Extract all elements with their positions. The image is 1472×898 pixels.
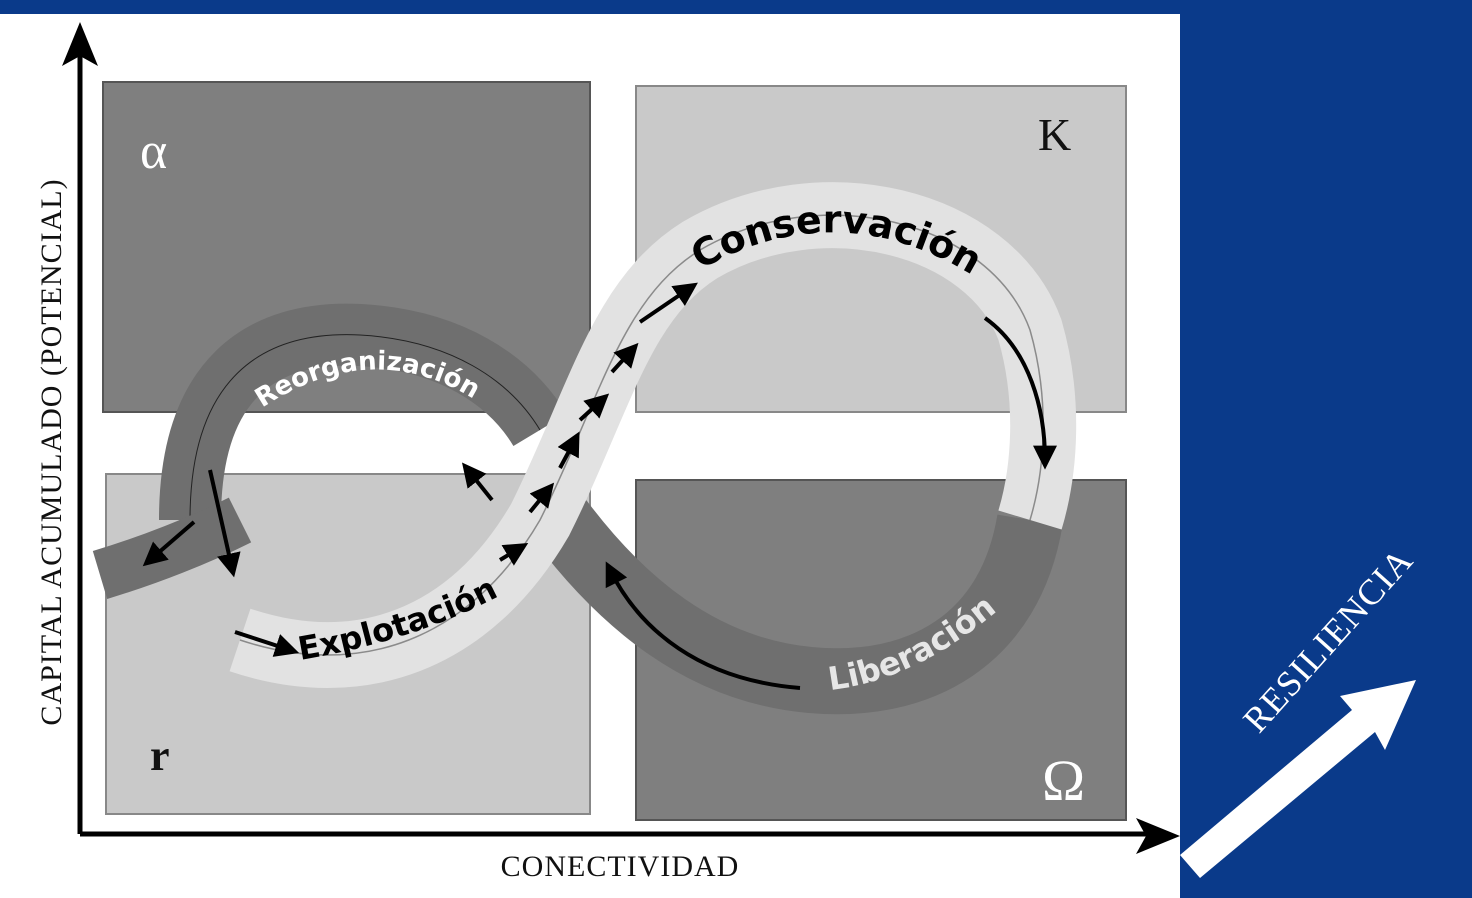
reorganization-band-edge <box>189 334 541 521</box>
arrow-release-back <box>605 561 801 690</box>
quadrant-label-k: K <box>1038 109 1071 160</box>
arrow-exploit-6 <box>638 282 698 324</box>
resilience-arrow-icon <box>1180 680 1416 878</box>
arrow-reorg-left <box>142 520 196 567</box>
y-axis-label: CAPITAL ACUMULADO (POTENCIAL) <box>35 178 68 726</box>
arrow-exploit-2 <box>528 482 555 514</box>
quadrant-label-omega: Ω <box>1042 748 1085 813</box>
y-axis-arrowhead <box>62 22 98 66</box>
flow-arrows <box>142 282 1057 690</box>
arrow-reorg-up <box>462 462 494 502</box>
top-band <box>0 0 1180 14</box>
x-axis-arrowhead <box>1136 818 1180 854</box>
arrow-reorg-down <box>208 469 241 578</box>
quadrant-label-alpha: α <box>140 123 167 180</box>
arrow-exploit-5 <box>610 342 639 374</box>
arrow-exploit-4 <box>578 393 610 422</box>
arrow-exploit-1 <box>498 543 529 566</box>
arrow-exploitation-start <box>234 630 300 657</box>
left-tail-band <box>92 497 252 599</box>
x-axis-label: CONECTIVIDAD <box>500 850 740 883</box>
arrow-exploit-3 <box>557 431 580 469</box>
axes <box>62 22 1180 854</box>
arrow-conservation-down <box>983 316 1057 470</box>
quadrant-label-r: r <box>150 731 170 780</box>
adaptive-cycle-diagram: α K r Ω Conservación Reorganización Expl… <box>62 22 1180 854</box>
band-edge <box>239 214 1044 656</box>
